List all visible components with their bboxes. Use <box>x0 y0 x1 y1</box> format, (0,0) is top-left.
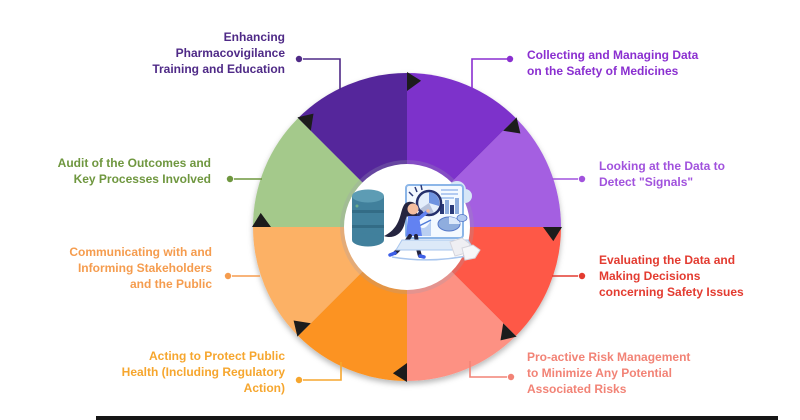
label-enhancing-pharmacovigilance-training: Enhancing Pharmacovigilance Training and… <box>152 30 285 76</box>
pie-chart-icon <box>437 214 468 232</box>
magnifier-icon <box>408 184 443 221</box>
segment-notch <box>500 323 517 341</box>
label-acting-to-protect-public-health: Acting to Protect Public Health (Includi… <box>121 349 285 395</box>
segment-notch <box>543 227 562 242</box>
label-collecting-and-managing-data: Collecting and Managing Data on the Safe… <box>527 48 699 78</box>
segment-notch <box>297 113 314 131</box>
label-looking-at-the-data: Looking at the Data to Detect "Signals" <box>599 159 725 189</box>
connector-acting-to-protect-public-health <box>303 362 342 381</box>
connector-dot-audit-of-outcomes <box>226 175 234 183</box>
connector-dot-pro-active-risk-management <box>507 373 515 381</box>
papers-illustration <box>449 237 481 261</box>
database-icon <box>352 189 384 247</box>
connector-dot-collecting-and-managing-data <box>506 55 514 63</box>
connector-enhancing-pharmacovigilance-training <box>303 58 341 90</box>
connector-dot-enhancing-pharmacovigilance-training <box>295 55 303 63</box>
connector-dot-acting-to-protect-public-health <box>295 376 303 384</box>
segment-notch <box>503 117 521 134</box>
bottom-bar <box>96 416 778 420</box>
connector-dot-evaluating-the-data <box>578 272 586 280</box>
label-pro-active-risk-management: Pro-active Risk Management to Minimize A… <box>527 350 691 396</box>
label-evaluating-the-data: Evaluating the Data and Making Decisions… <box>599 253 744 299</box>
segment-notch <box>252 212 271 227</box>
connector-dot-looking-at-the-data <box>578 175 586 183</box>
label-communicating-with-stakeholders: Communicating with and Informing Stakeho… <box>69 245 212 291</box>
segment-notch <box>392 363 407 382</box>
analyst-illustration-group <box>352 181 481 261</box>
label-audit-of-outcomes: Audit of the Outcomes and Key Processes … <box>57 156 211 186</box>
connector-collecting-and-managing-data <box>471 58 507 89</box>
segment-notch <box>407 72 422 91</box>
connector-pro-active-risk-management <box>469 361 507 378</box>
segment-notch <box>293 320 311 337</box>
connector-dot-communicating-with-stakeholders <box>224 272 232 280</box>
